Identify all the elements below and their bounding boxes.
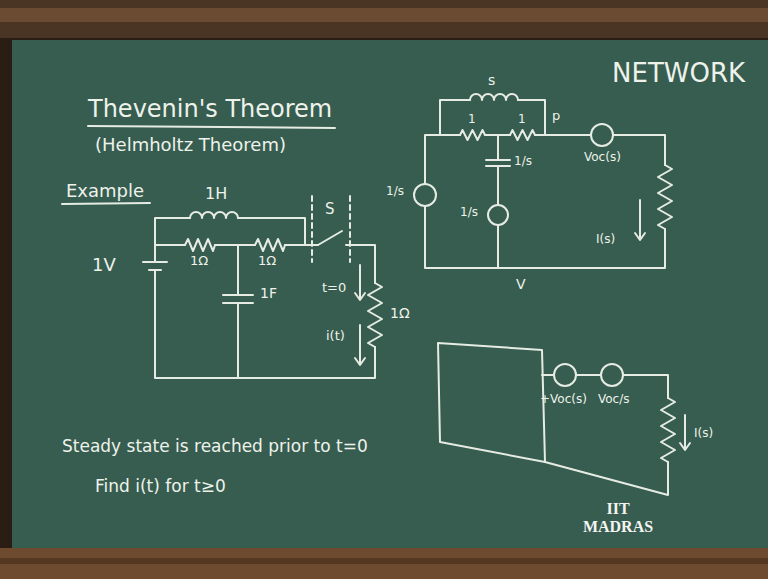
source-symbol — [414, 184, 436, 206]
component-value: 1F — [260, 285, 277, 302]
component-value: 1Ω — [190, 253, 208, 269]
wire — [238, 218, 305, 245]
board — [12, 40, 768, 548]
source-label: Voc/s — [598, 392, 630, 406]
wire — [576, 374, 601, 376]
component-value: 1 — [518, 112, 526, 126]
current-arrow — [680, 415, 690, 450]
switch-symbol — [318, 231, 342, 245]
inductor-symbol — [470, 94, 518, 100]
wire — [215, 244, 255, 246]
wire — [425, 206, 665, 268]
component-value: 1/s — [514, 154, 532, 168]
wire — [440, 100, 470, 135]
component-value: 1/s — [460, 205, 478, 219]
resistor-symbol — [460, 130, 485, 140]
component-value: 1Ω — [390, 305, 410, 322]
resistor-symbol — [510, 130, 535, 140]
component-value: 1H — [205, 184, 227, 203]
wire — [155, 270, 375, 378]
wire — [623, 375, 668, 398]
chalk-lines — [62, 94, 690, 495]
inductor-symbol — [190, 212, 238, 218]
resistor-symbol — [661, 398, 675, 462]
current-arrow — [355, 325, 365, 365]
arrow — [355, 265, 365, 300]
network-box — [438, 343, 545, 462]
resistor-symbol — [255, 239, 285, 251]
time-label: t=0 — [322, 280, 346, 296]
resistor-symbol — [185, 239, 215, 251]
component-value: 1 — [468, 112, 476, 126]
source-label: +Voc(s) — [540, 392, 587, 406]
wire — [497, 225, 499, 268]
source-symbol — [591, 124, 613, 146]
resistor-symbol — [658, 165, 672, 229]
component-value: 1Ω — [258, 253, 276, 269]
board-title: Thevenin's Theorem — [88, 95, 332, 124]
switch-bracket — [312, 196, 350, 262]
component-value: s — [488, 72, 495, 89]
current-label: I(s) — [694, 426, 713, 440]
note: Find i(t) for t≥0 — [95, 476, 226, 496]
current-label: i(t) — [326, 328, 345, 344]
capacitor-symbol — [223, 245, 253, 378]
example-underline — [62, 203, 150, 204]
board-heading: NETWORK — [612, 58, 745, 89]
top-frame — [0, 0, 768, 38]
voltage-label: V — [516, 276, 526, 293]
component-value: 1/s — [386, 184, 404, 198]
source-symbol — [554, 364, 576, 386]
wire — [545, 462, 668, 495]
resistor-symbol — [368, 283, 382, 347]
node-name: p — [552, 108, 560, 124]
battery-symbol — [143, 262, 167, 270]
capacitor-symbol — [486, 135, 510, 205]
source-symbol — [488, 205, 508, 225]
title-underline — [88, 126, 335, 128]
wire — [155, 244, 185, 246]
subtitle: (Helmholtz Theorem) — [95, 134, 286, 156]
watermark: IIT MADRAS — [578, 500, 658, 537]
source-label: Voc(s) — [584, 150, 621, 164]
note: Steady state is reached prior to t=0 — [62, 436, 368, 456]
heading: Example — [66, 180, 144, 202]
wire — [535, 134, 591, 136]
wire — [425, 135, 460, 184]
wood-grain — [0, 558, 768, 564]
bottom-frame — [0, 548, 768, 579]
wood-grain — [0, 8, 768, 22]
current-arrow — [635, 200, 645, 240]
wire — [542, 374, 554, 376]
source-symbol — [601, 364, 623, 386]
current-label: I(s) — [596, 232, 615, 246]
wire — [155, 218, 190, 262]
switch-name: S — [325, 200, 335, 218]
component-value: 1V — [92, 254, 116, 276]
wire — [285, 244, 318, 246]
